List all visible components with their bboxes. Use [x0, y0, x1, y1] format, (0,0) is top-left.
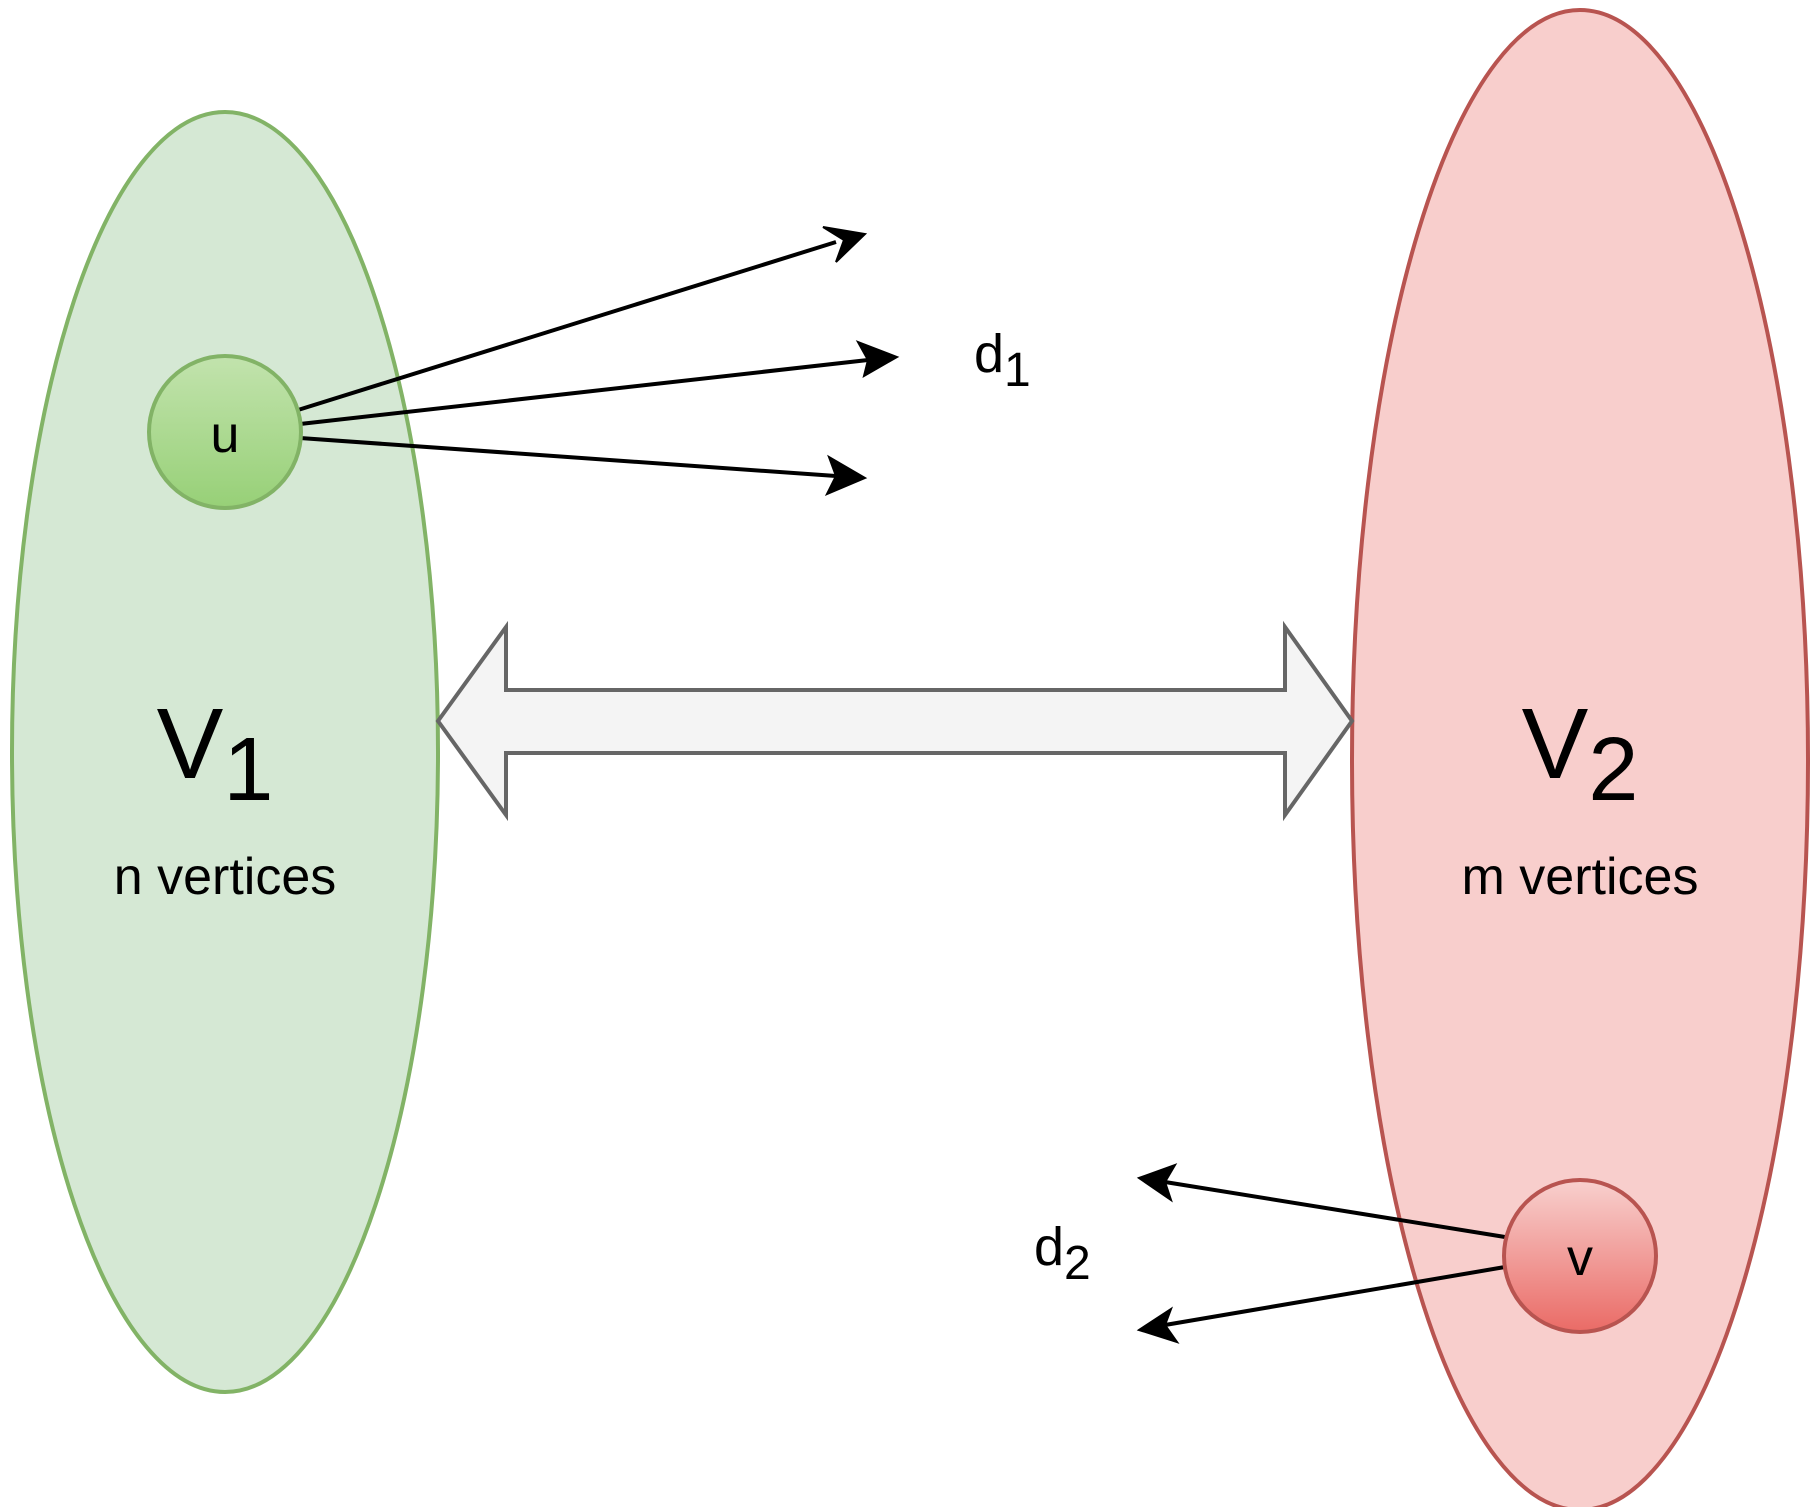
arrowheads-from-u: [822, 226, 900, 496]
edge-u-1: [297, 240, 837, 412]
set-v2-ellipse: [1350, 8, 1810, 1507]
set-v2-subscript: 2: [1588, 720, 1638, 820]
node-v-label: v: [1567, 1229, 1593, 1287]
edge-u-3: [299, 436, 837, 478]
degree-d2-label: d2: [1034, 1217, 1091, 1290]
degree-d2-subscript: 2: [1064, 1237, 1091, 1290]
degree-d1-base: d: [974, 324, 1004, 384]
edges-from-v: [1164, 1180, 1506, 1327]
node-u-label: u: [211, 406, 240, 464]
degree-d1-label: d1: [974, 324, 1031, 397]
set-v1-subscript: 1: [223, 720, 273, 820]
arrowhead-icon: [855, 340, 900, 379]
set-v1-caption: n vertices: [114, 848, 337, 906]
bidirectional-connector-arrow: [435, 620, 1355, 822]
arrowhead-icon: [1136, 1306, 1180, 1344]
set-v1-name: V: [157, 688, 224, 800]
degree-d1-subscript: 1: [1004, 344, 1031, 397]
set-v2-caption: m vertices: [1462, 848, 1699, 906]
set-v2-name: V: [1522, 688, 1589, 800]
node-u: [147, 354, 303, 510]
node-v: [1502, 1178, 1658, 1334]
edge-v-1: [1164, 1180, 1506, 1239]
arrowhead-icon: [822, 226, 868, 263]
arrowhead-icon: [824, 454, 868, 496]
edges-from-u: [297, 240, 869, 478]
set-v2-title: V2: [1522, 688, 1639, 820]
arrowhead-icon: [1136, 1163, 1178, 1203]
degree-d2-base: d: [1034, 1217, 1064, 1277]
set-v1-ellipse: [10, 110, 440, 1394]
edge-u-2: [299, 358, 869, 426]
set-v1-title: V1: [157, 688, 274, 820]
arrowheads-from-v: [1136, 1163, 1180, 1344]
edge-v-2: [1164, 1265, 1506, 1327]
